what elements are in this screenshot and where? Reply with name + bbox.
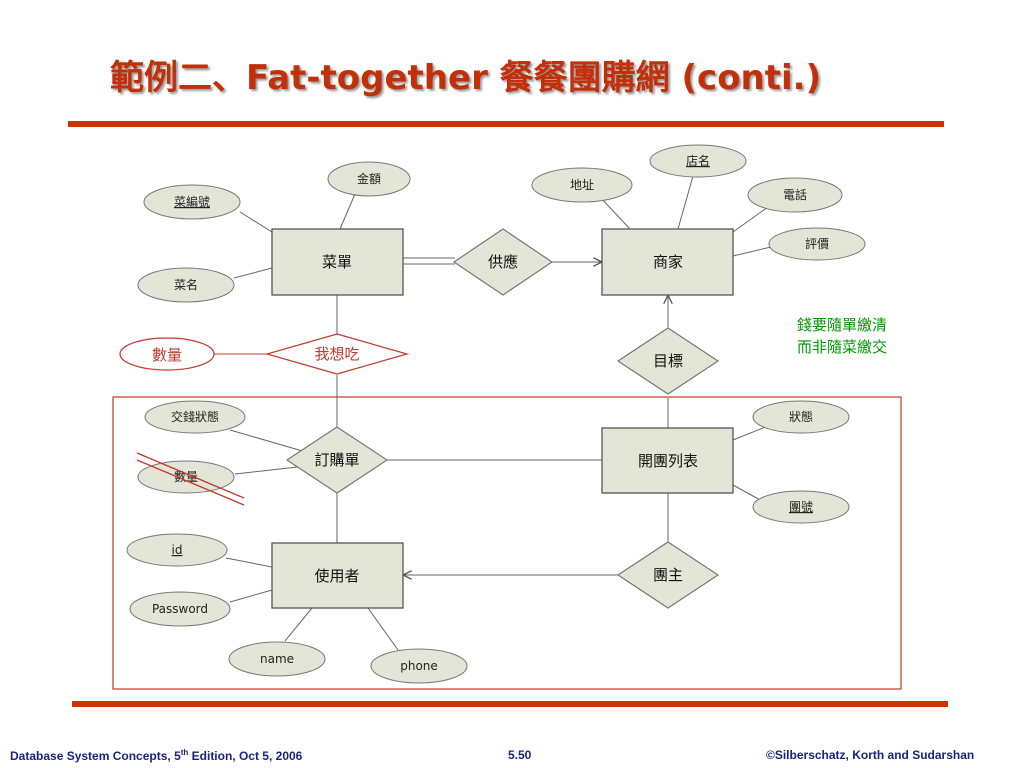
strike-lines [136,452,245,506]
attribute-dish-name: 菜名 [137,267,235,303]
svg-text:團號: 團號 [789,500,813,514]
svg-text:使用者: 使用者 [314,567,359,585]
entity-merchant: 商家 [601,228,734,296]
svg-text:訂購單: 訂購單 [314,451,359,469]
svg-text:地址: 地址 [570,178,594,192]
svg-text:菜名: 菜名 [174,277,198,292]
svg-text:評價: 評價 [805,236,829,251]
attribute-address: 地址 [531,167,633,203]
svg-text:數量: 數量 [174,470,198,484]
footer-divider-bar [72,701,948,707]
entity-menu: 菜單 [271,228,404,296]
attribute-store-name: 店名 [649,144,747,178]
attribute-quantity-old: 數量 [137,460,235,494]
svg-text:團主: 團主 [653,566,683,584]
footer-right: ©Silberschatz, Korth and Sudarshan [766,748,975,762]
attribute-phone-tel: 電話 [747,177,843,213]
svg-text:我想吃: 我想吃 [314,345,359,363]
svg-text:電話: 電話 [783,187,807,202]
attribute-quantity-new: 數量 [119,337,215,371]
attribute-status: 狀態 [752,400,850,434]
relationship-target: 目標 [616,327,720,395]
note-line-1: 錢要隨單繳清 [797,316,887,334]
svg-text:phone: phone [400,659,438,673]
attribute-group-no: 團號 [752,490,850,524]
svg-text:店名: 店名 [686,153,710,168]
attribute-pay-status: 交錢狀態 [144,400,246,434]
svg-text:id: id [172,543,183,557]
entity-user: 使用者 [271,542,404,609]
svg-text:數量: 數量 [152,346,182,364]
attribute-amount: 金額 [327,161,411,197]
svg-text:金額: 金額 [357,171,381,186]
svg-text:name: name [260,652,294,666]
svg-text:菜編號: 菜編號 [174,194,210,209]
note-line-2: 而非隨菜繳交 [797,338,887,356]
relationship-want: 我想吃 [264,333,410,375]
svg-text:供應: 供應 [488,253,518,271]
svg-text:商家: 商家 [653,253,683,271]
attribute-id: id [126,533,228,567]
svg-text:開團列表: 開團列表 [638,452,698,470]
svg-text:狀態: 狀態 [789,409,813,424]
attribute-password: Password [129,591,231,627]
group-frame [112,396,902,690]
svg-text:Password: Password [152,602,208,616]
entity-group-list: 開團列表 [601,427,734,494]
relationship-supply: 供應 [452,228,554,296]
svg-text:目標: 目標 [653,352,683,370]
attribute-name: name [228,641,326,677]
relationship-order: 訂購單 [285,426,389,494]
connector-lines [214,175,776,651]
title-divider-bar [68,121,944,127]
relationship-leader: 團主 [616,541,720,609]
slide-title: 範例二、Fat-together 餐餐團購網 (conti.) [110,58,822,98]
attribute-phone: phone [370,648,468,684]
attribute-dish-no: 菜編號 [143,184,241,220]
svg-text:菜單: 菜單 [322,253,352,271]
svg-text:交錢狀態: 交錢狀態 [171,409,219,424]
footer-page-number: 5.50 [508,748,532,762]
footer-left: Database System Concepts, 5th Edition, O… [10,748,303,763]
attribute-rating: 評價 [768,227,866,261]
